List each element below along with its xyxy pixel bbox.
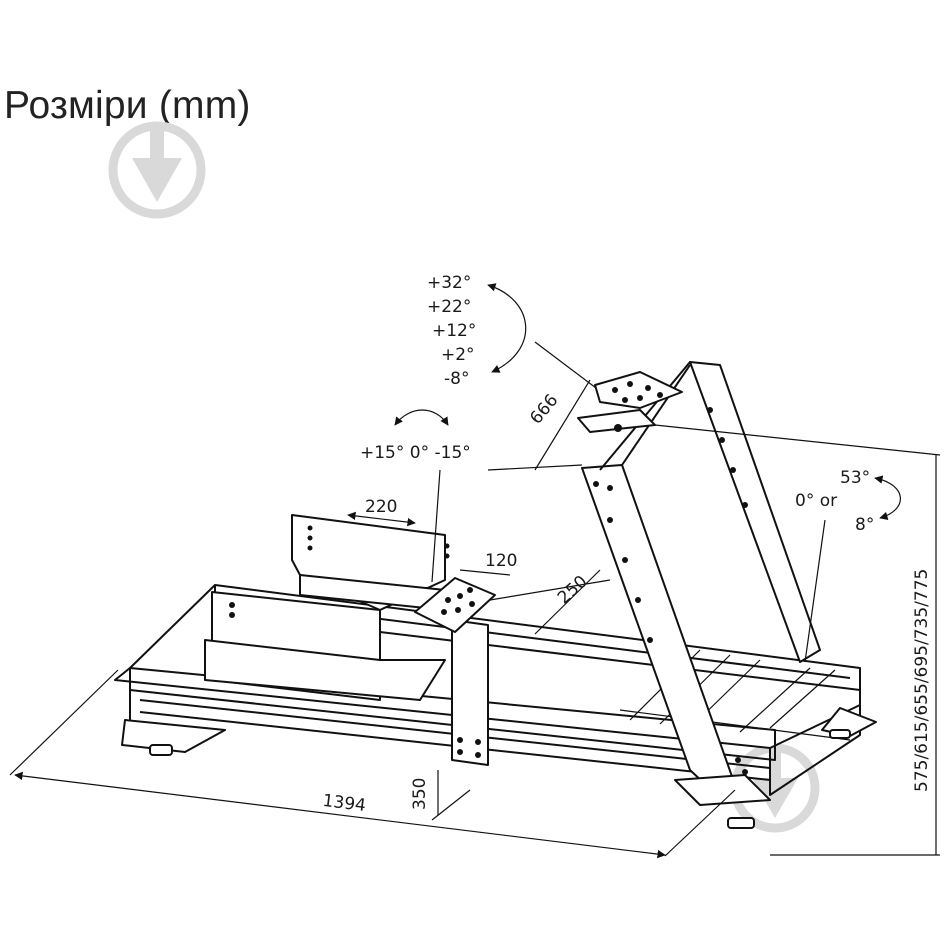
dimension-lines (9, 283, 941, 859)
wheel-reach-label: 666 (526, 391, 562, 429)
pedal-height-label: 350 (410, 778, 430, 810)
seat-brackets (204, 514, 450, 701)
upright-max-angle: 53° (840, 468, 870, 488)
upright-base-angle: 0° or (795, 491, 837, 511)
height-range-label: 575/615/655/695/735/775 (912, 569, 932, 792)
wheel-tilt-angle: -8° (444, 369, 469, 389)
wheel-mount (577, 371, 683, 433)
pedal-plate-label: 120 (485, 551, 517, 571)
wheel-tilt-angle: +12° (432, 321, 476, 341)
pedal-rotation-angle: +15° 0° -15° (360, 443, 471, 463)
wheel-tilt-angle: +2° (441, 345, 475, 365)
wheel-tilt-angle: +32° (427, 273, 471, 293)
download-arrow-icon (108, 121, 206, 219)
seat-width-label: 220 (365, 497, 397, 517)
pedal-mount (414, 577, 496, 766)
wheel-tilt-angle: +22° (427, 297, 471, 317)
pedal-depth-label: 250 (554, 572, 592, 609)
page-title: Розміри (mm) (4, 84, 251, 127)
upright-min-angle: 8° (855, 515, 874, 535)
wheel-uprights (581, 361, 821, 806)
length-label: 1394 (322, 791, 367, 816)
